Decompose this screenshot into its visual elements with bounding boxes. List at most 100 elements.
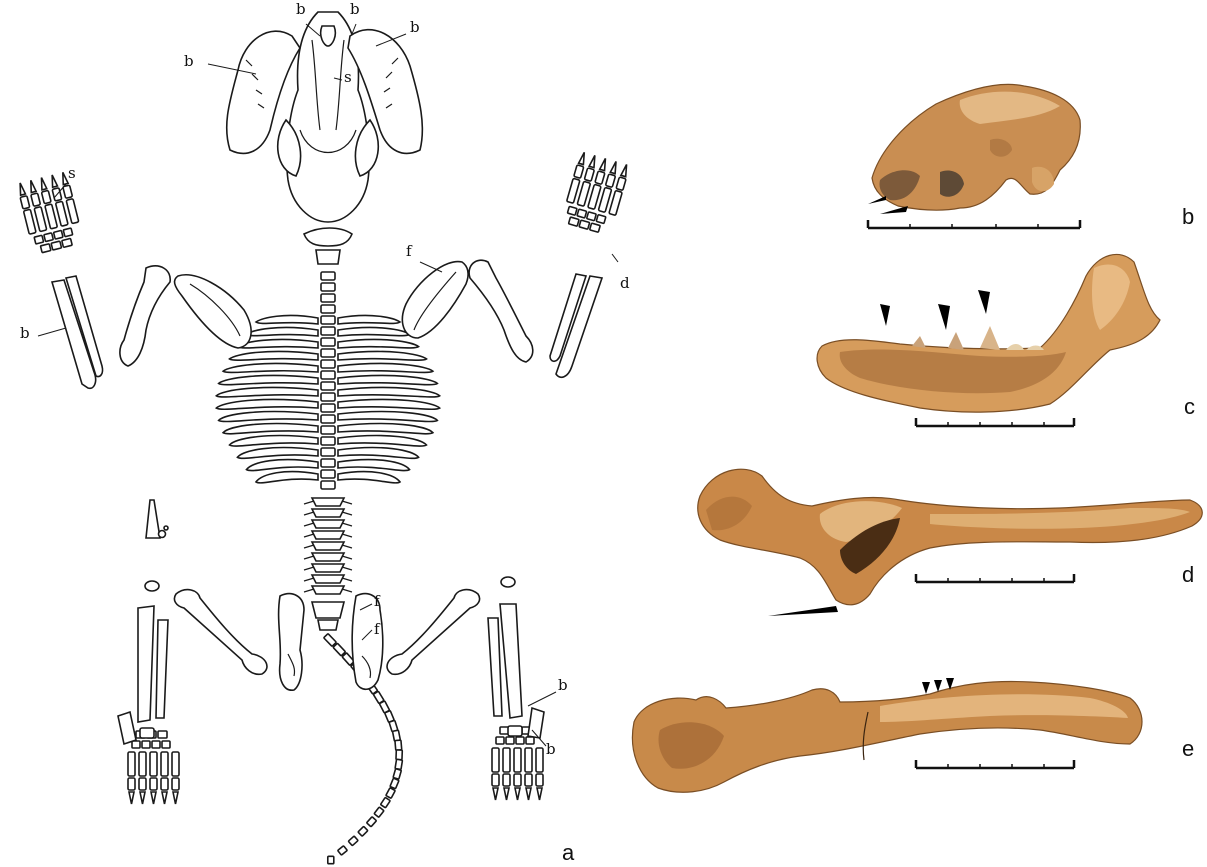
lumbar-vertebra xyxy=(312,586,344,594)
tail-vertebra xyxy=(324,634,337,647)
rib xyxy=(229,436,318,447)
carpal xyxy=(54,230,63,239)
carpal xyxy=(587,212,597,221)
claw xyxy=(140,792,145,804)
paw-bones xyxy=(128,731,179,804)
phalanx xyxy=(514,774,521,786)
vertebra xyxy=(321,437,335,445)
vertebra xyxy=(321,371,335,379)
carpal xyxy=(516,737,524,744)
vertebra xyxy=(321,426,335,434)
claw xyxy=(18,182,26,195)
tail-vertebra xyxy=(328,856,334,863)
panel-label-e: e xyxy=(1182,738,1194,760)
left-fibula xyxy=(156,620,168,718)
vertebra xyxy=(321,470,335,478)
carpal xyxy=(579,220,590,229)
skeleton-drawing xyxy=(17,12,630,864)
rib xyxy=(216,388,318,397)
phalanx xyxy=(595,171,605,184)
rib xyxy=(338,436,427,447)
rib xyxy=(338,448,419,459)
right-scapula xyxy=(402,262,468,338)
label-skull-b1: b xyxy=(296,2,306,17)
carpal xyxy=(577,209,587,218)
rib xyxy=(338,315,400,324)
rib xyxy=(338,460,410,471)
photo-long-bone xyxy=(632,678,1142,792)
carpal xyxy=(590,223,601,232)
rib xyxy=(338,412,437,422)
vertebra xyxy=(321,448,335,456)
vertebra xyxy=(321,338,335,346)
metacarpal xyxy=(525,748,532,772)
phalanx xyxy=(20,196,30,209)
phalanx xyxy=(31,193,41,206)
rib xyxy=(338,327,410,336)
carpal xyxy=(34,235,43,244)
metacarpal xyxy=(503,748,510,772)
tail-vertebra xyxy=(367,817,377,827)
lumbar-vertebra xyxy=(312,553,344,561)
tail-vertebra xyxy=(390,778,399,789)
left-femur xyxy=(174,590,267,675)
vertebra xyxy=(321,415,335,423)
carpal xyxy=(152,741,160,748)
label-skull-s: s xyxy=(344,70,352,85)
rib xyxy=(338,339,419,348)
claw xyxy=(610,161,618,174)
right-fibula xyxy=(488,618,502,716)
vertebra xyxy=(321,316,335,324)
lumbar-vertebra xyxy=(312,520,344,528)
claw xyxy=(579,152,587,165)
left-humerus xyxy=(120,266,170,366)
phalanx xyxy=(503,774,510,786)
phalanx xyxy=(605,174,615,187)
metacarpal xyxy=(34,207,47,232)
metacarpal xyxy=(56,201,69,226)
carpal xyxy=(62,238,72,247)
lumbar-vertebra xyxy=(312,509,344,517)
rib xyxy=(219,412,318,422)
rib xyxy=(338,400,440,410)
phalanx xyxy=(492,774,499,786)
rib xyxy=(223,424,318,434)
carpal xyxy=(526,737,534,744)
lumbar-vertebra xyxy=(312,575,344,583)
metacarpal xyxy=(536,748,543,772)
rib xyxy=(219,376,318,385)
panel-label-d: d xyxy=(1182,564,1194,586)
vertebra xyxy=(321,349,335,357)
rib xyxy=(256,472,318,483)
right-humerus xyxy=(469,260,533,362)
tail-vertebra xyxy=(395,740,402,750)
astragalus xyxy=(508,726,522,736)
carpal xyxy=(44,233,53,242)
carpal xyxy=(568,217,579,226)
phalanx xyxy=(150,778,157,790)
metacarpal xyxy=(128,752,135,776)
label-skull-b3: b xyxy=(410,20,420,35)
panel-label-b: b xyxy=(1182,206,1194,228)
vertebra xyxy=(321,393,335,401)
phalanx xyxy=(616,177,626,190)
calcaneus xyxy=(118,712,136,744)
left-scapula xyxy=(175,275,252,348)
left-hindpaw xyxy=(118,712,179,804)
carpal xyxy=(40,244,50,253)
right-forepaw xyxy=(561,151,630,235)
rib xyxy=(338,363,433,372)
label-forelimb-left-s: s xyxy=(68,166,76,181)
label-forelimb-right-d: d xyxy=(620,276,630,291)
claw xyxy=(621,164,629,177)
carpal xyxy=(596,215,606,224)
claw xyxy=(537,788,542,800)
left-tibia xyxy=(138,606,154,722)
calcaneus xyxy=(528,708,544,738)
tail-vertebra xyxy=(380,797,390,807)
phalanx xyxy=(525,774,532,786)
rib xyxy=(246,460,318,471)
metacarpal xyxy=(150,752,157,776)
tail-vertebra xyxy=(348,836,358,846)
rib xyxy=(338,376,437,385)
